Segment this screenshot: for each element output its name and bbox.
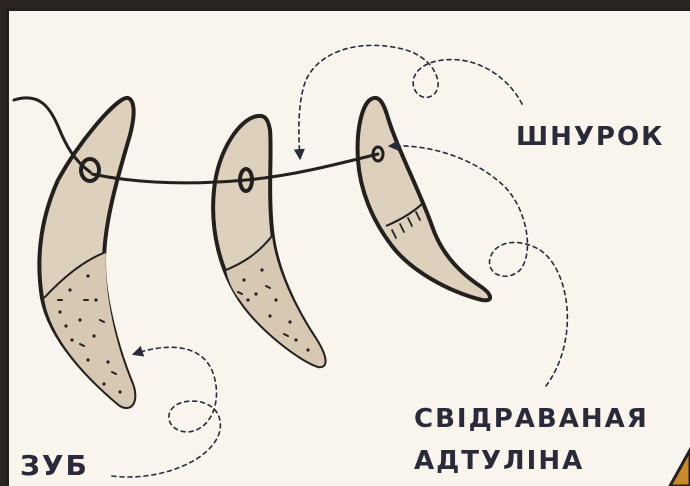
tooth-3-icon: [358, 98, 490, 300]
tooth-2-icon: [213, 116, 324, 366]
label-tooth: ЗУБ: [20, 452, 89, 480]
label-drilled-hole-line1: СВІДРАВАНАЯ: [414, 406, 649, 432]
tooth-1-hole-icon: [81, 159, 99, 181]
label-cord: ШНУРОК: [516, 124, 664, 150]
label-drilled-hole-line2: АДТУЛІНА: [414, 448, 584, 474]
tooth-1-icon: [39, 98, 134, 407]
corner-accent: [670, 450, 690, 486]
cord-arrow-icon: [299, 45, 522, 158]
tooth-arrow-icon: [112, 347, 220, 477]
